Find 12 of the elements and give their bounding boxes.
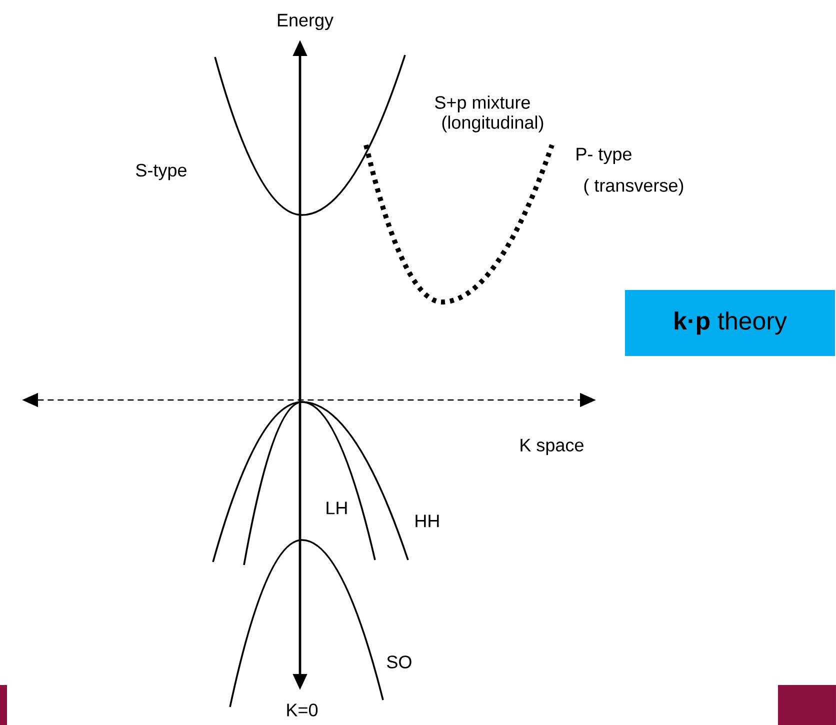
axis-label: LH — [326, 502, 347, 514]
axis-label: K=0 — [287, 704, 318, 716]
axis-label: S-type — [136, 164, 186, 180]
axis-label: S+p mixture — [435, 96, 530, 112]
axis-label: ( transverse) — [584, 178, 684, 196]
axis-label: K space — [520, 438, 584, 456]
axis-label: Energy — [278, 14, 334, 30]
axis-label: SO — [387, 656, 412, 668]
axis-label: (longitudinal) — [442, 116, 544, 132]
axis-label: P- type — [576, 148, 632, 164]
title-box: k·p theory — [625, 290, 835, 356]
axis-label: HH — [416, 514, 439, 528]
